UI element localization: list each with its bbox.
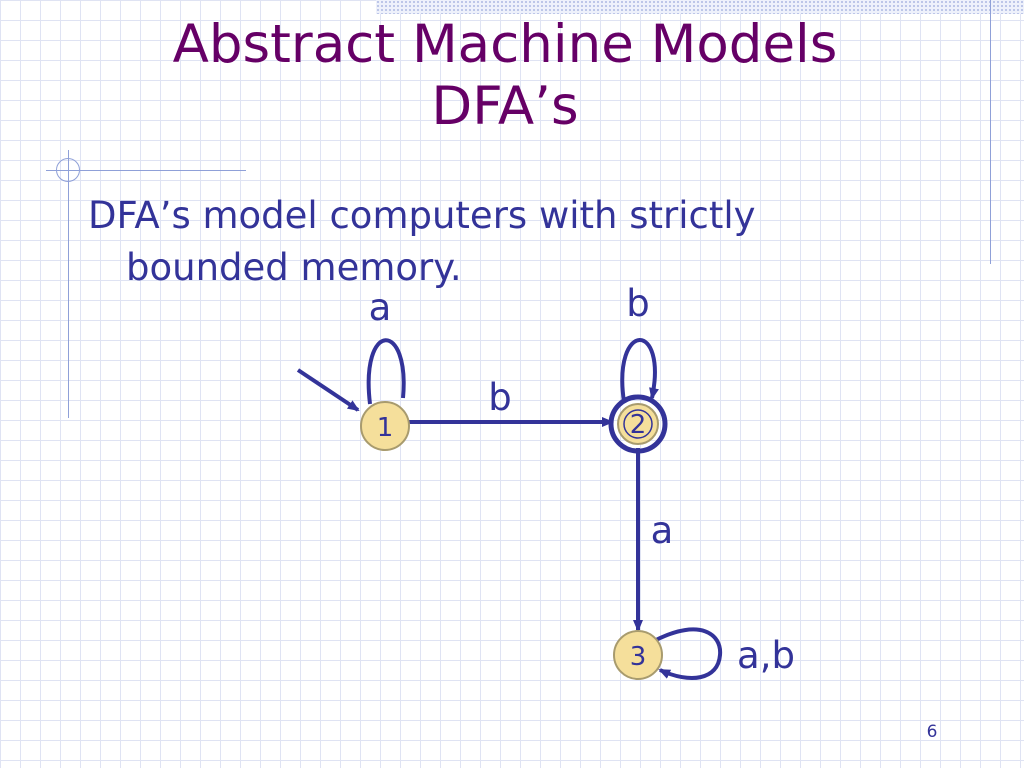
state-2-label: 2 bbox=[630, 410, 647, 440]
state-2-accepting-ring bbox=[608, 394, 668, 454]
transition-2-2-loop bbox=[620, 338, 659, 403]
state-1-label: 1 bbox=[377, 413, 394, 443]
transition-3-3-loop bbox=[655, 627, 723, 680]
state-2-inner-circle bbox=[623, 409, 653, 439]
transition-1-1-loop bbox=[366, 338, 406, 405]
state-3-label: 3 bbox=[630, 642, 647, 672]
slide-title-line-1: Abstract Machine Models bbox=[172, 14, 838, 75]
bullet-point: DFA’s model computers with strictly boun… bbox=[88, 190, 848, 294]
bullet-text-line-2: bounded memory. bbox=[126, 246, 462, 289]
slide-title: Abstract Machine Models DFA’s bbox=[0, 14, 1010, 138]
decorative-rule-right bbox=[990, 0, 991, 264]
bullet-text-line-1: DFA’s model computers with strictly bbox=[88, 194, 756, 237]
decorative-rule-left bbox=[68, 150, 69, 418]
transition-2-2-label: b bbox=[626, 282, 650, 325]
decorative-rule-horizontal bbox=[46, 170, 246, 171]
page-number: 6 bbox=[926, 722, 938, 742]
transition-1-2-label: b bbox=[488, 376, 512, 419]
state-3 bbox=[613, 630, 663, 680]
transition-1-1-label: a bbox=[369, 286, 392, 329]
state-1 bbox=[360, 401, 410, 451]
transition-3-3-label: a,b bbox=[737, 634, 795, 677]
start-arrow bbox=[296, 368, 360, 412]
decorative-dot-band bbox=[376, 0, 1024, 14]
decorative-crosshair-circle bbox=[56, 158, 80, 182]
transition-2-3-label: a bbox=[651, 509, 674, 552]
slide-title-line-2: DFA’s bbox=[431, 76, 579, 137]
